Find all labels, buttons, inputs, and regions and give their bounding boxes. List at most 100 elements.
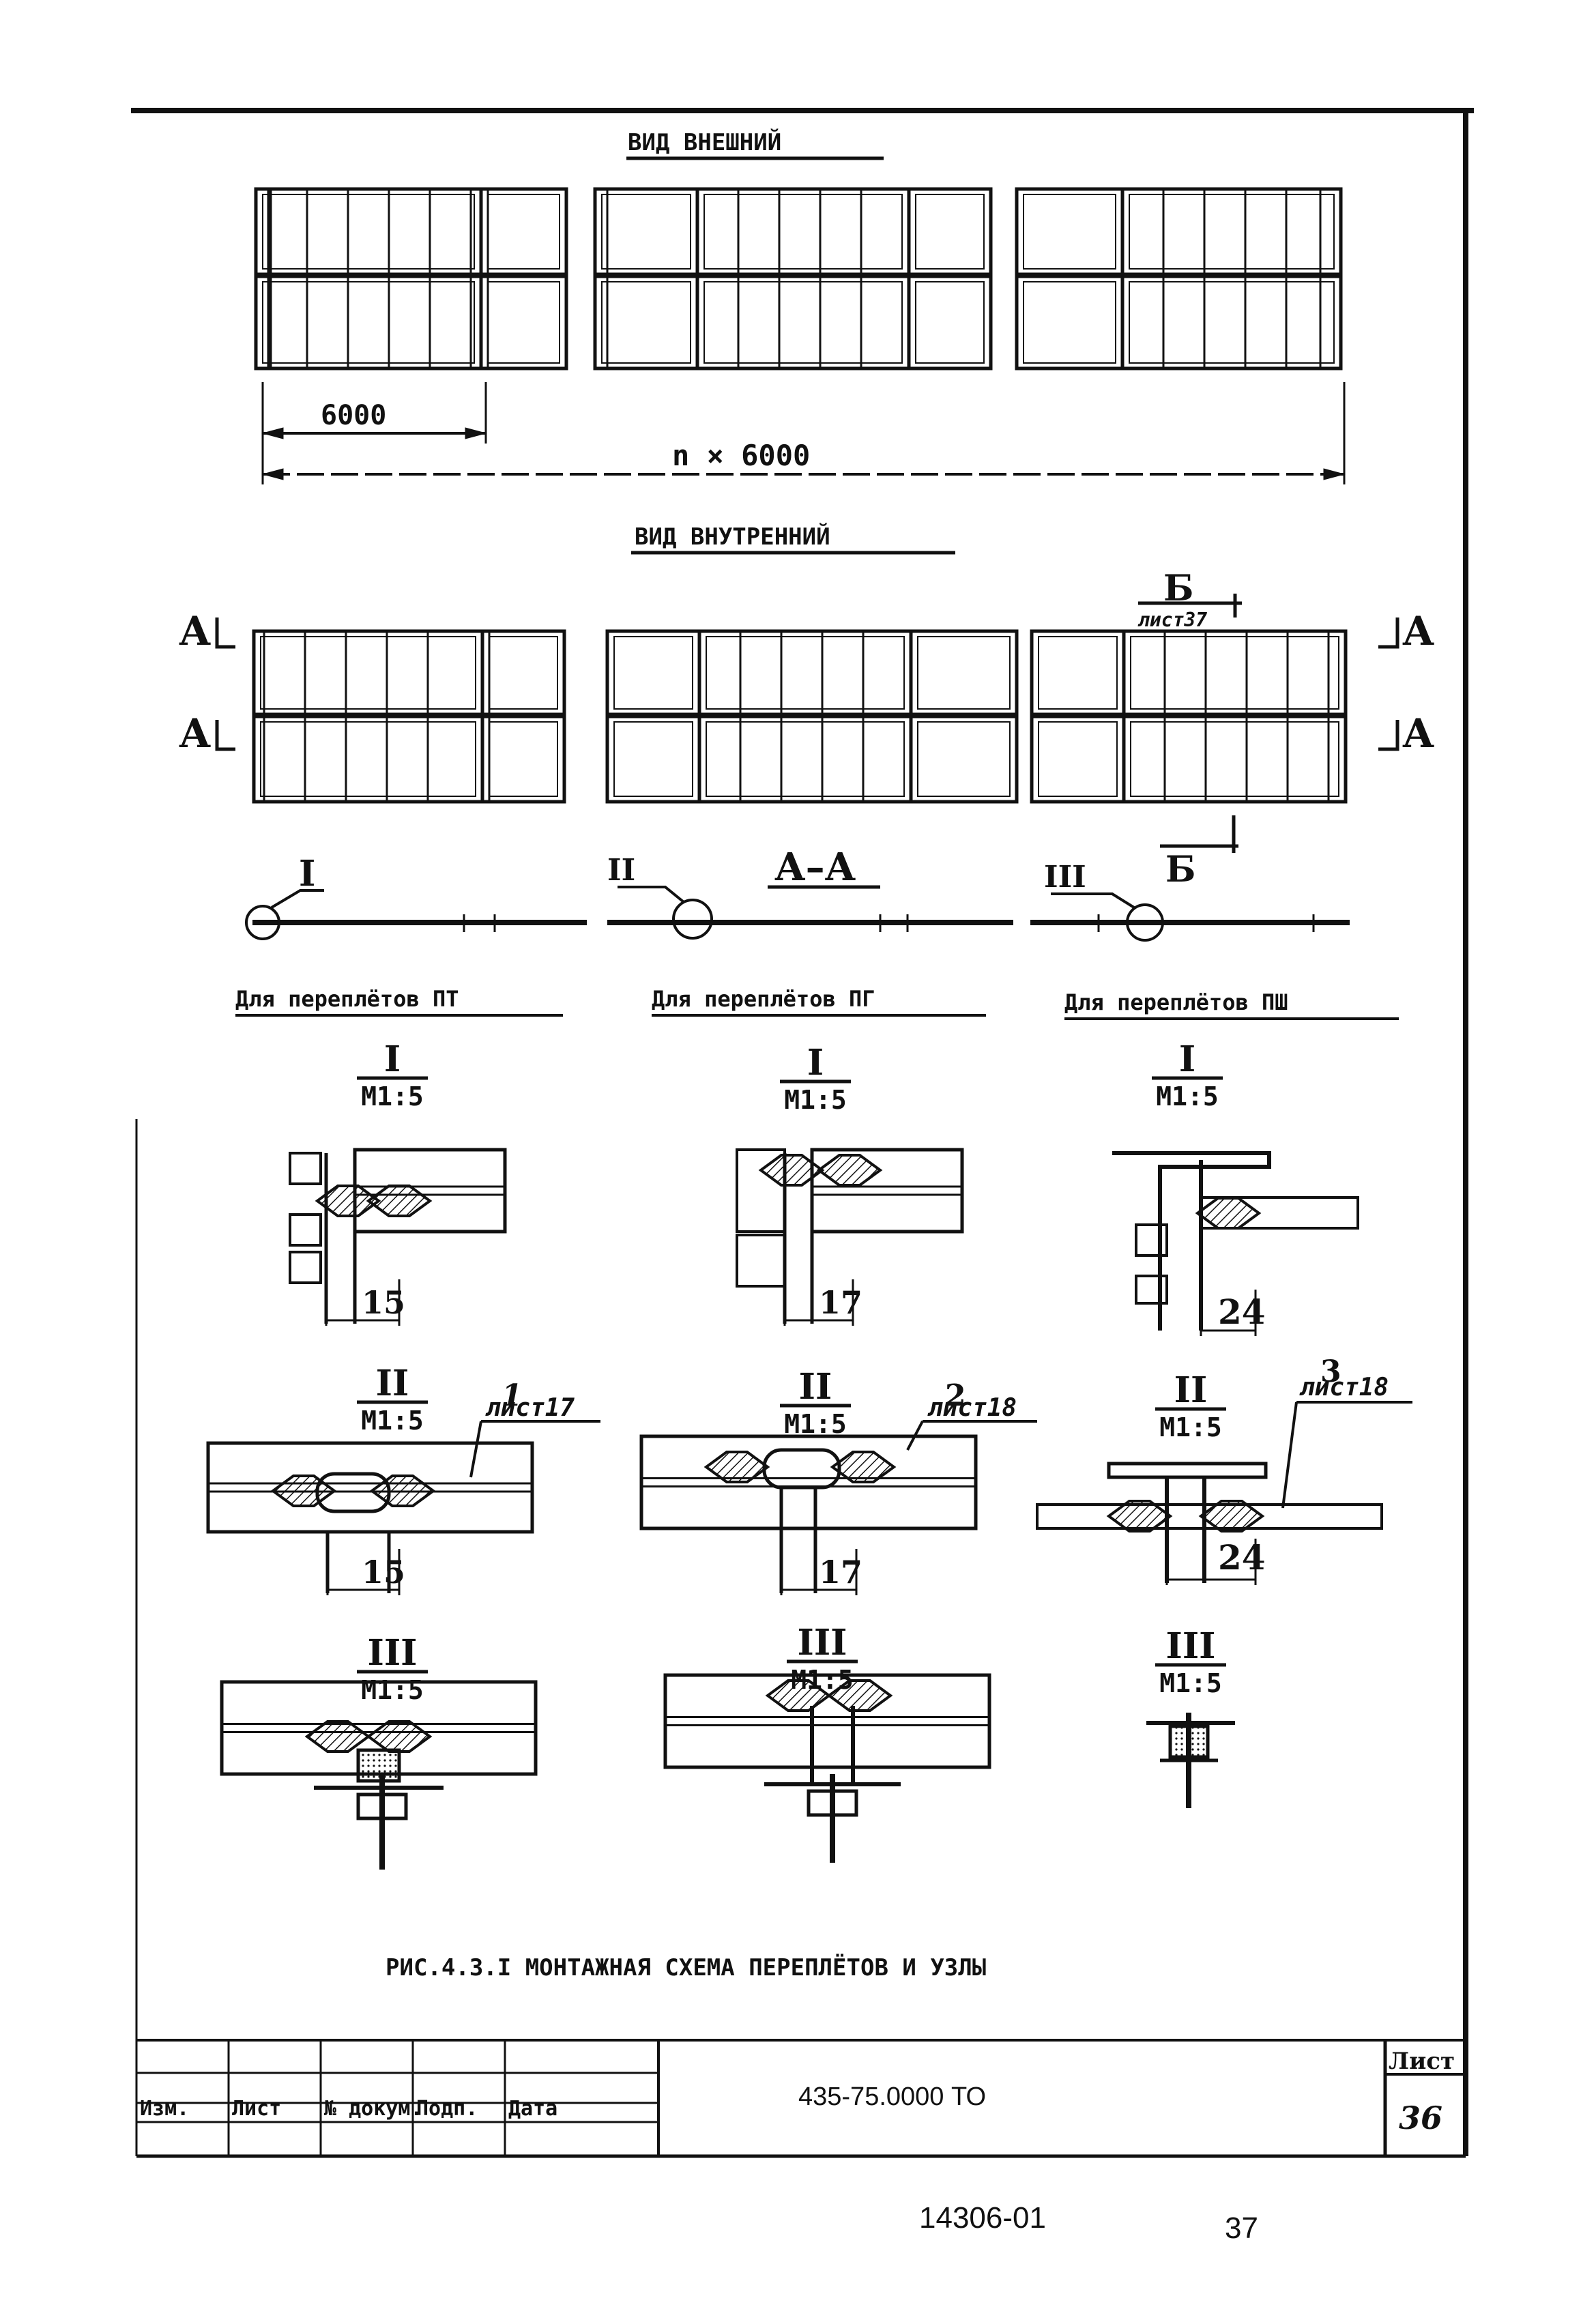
sealing-gasket bbox=[366, 1720, 433, 1753]
bolt-head bbox=[762, 1448, 841, 1490]
node-number: III bbox=[368, 1632, 418, 1674]
node-number: II bbox=[799, 1366, 832, 1408]
frame-block bbox=[736, 1234, 786, 1288]
window-panel-inner bbox=[1038, 721, 1118, 797]
footer-doc-id: 14306-01 bbox=[919, 2201, 1046, 2235]
window-panel bbox=[479, 187, 568, 276]
col1-node2-dim: 15 bbox=[362, 1554, 405, 1591]
node-titles: IМ1:5IIМ1:5IIIМ1:5IМ1:5IIМ1:5IIIМ1:5IМ1:… bbox=[357, 1038, 1226, 1705]
profile-frame bbox=[810, 1148, 964, 1234]
profile-frame bbox=[663, 1673, 991, 1769]
figure-caption: РИС.4.3.I МОНТАЖНАЯ СХЕМА ПЕРЕПЛЁТОВ И У… bbox=[386, 1953, 986, 1981]
sealing-gasket bbox=[369, 1475, 436, 1507]
frame-block bbox=[289, 1152, 322, 1185]
node-number: I bbox=[807, 1042, 824, 1084]
window-panel bbox=[907, 274, 993, 371]
window-panel-inner bbox=[487, 194, 560, 270]
internal-view-title: ВИД ВНУТРЕННИЙ bbox=[635, 523, 830, 551]
window-panel bbox=[593, 187, 699, 276]
title-block-header-cell: Подп. bbox=[416, 2097, 478, 2121]
cut-a-right-top: А bbox=[1402, 608, 1434, 654]
channel-profile bbox=[1107, 1462, 1268, 1479]
window-panel-inner bbox=[613, 636, 693, 710]
profile-frame bbox=[206, 1441, 534, 1534]
col1-heading: Для переплётов ПТ bbox=[235, 986, 459, 1012]
title-block-header-cell: Изм. bbox=[140, 2097, 189, 2121]
title-block bbox=[136, 2039, 1466, 2158]
col1-callout-sheet: лист17 bbox=[485, 1394, 575, 1422]
section-aa-title: А–А bbox=[774, 845, 856, 890]
footer-page-number: 37 bbox=[1225, 2211, 1258, 2245]
window-panel-inner bbox=[1023, 281, 1116, 364]
window-panel-inner bbox=[601, 194, 691, 270]
section-node-1-label: I bbox=[299, 853, 315, 895]
col2-node2-dim: 17 bbox=[819, 1554, 862, 1591]
profile-frame bbox=[639, 1434, 978, 1530]
window-panel-inner bbox=[260, 636, 476, 710]
channel-profile bbox=[1112, 1151, 1271, 1331]
window-panel bbox=[1122, 714, 1348, 804]
window-panel bbox=[593, 274, 699, 371]
sealing-gasket bbox=[830, 1451, 897, 1483]
title-block-header-cell: № докум. bbox=[324, 2097, 423, 2121]
frame-block bbox=[289, 1213, 322, 1247]
window-panel bbox=[252, 629, 484, 716]
window-panel bbox=[1120, 187, 1343, 276]
dimension-lines bbox=[261, 382, 1346, 484]
window-panel bbox=[909, 629, 1019, 716]
title-block-header-cell: Дата bbox=[508, 2097, 557, 2121]
detail-nodes bbox=[206, 1148, 1383, 1870]
window-panel bbox=[605, 714, 701, 804]
window-panel bbox=[254, 274, 483, 371]
window-panel-inner bbox=[262, 194, 475, 270]
sheet-number: 36 bbox=[1399, 2100, 1442, 2136]
node-scale: М1:5 bbox=[361, 1406, 424, 1436]
window-panel bbox=[254, 187, 483, 276]
window-panel bbox=[480, 714, 566, 804]
window-panel-inner bbox=[489, 636, 558, 710]
title-block-header-cell: Лист bbox=[232, 2097, 281, 2121]
sealing-gasket bbox=[816, 1154, 883, 1187]
profile-frame bbox=[353, 1148, 507, 1234]
window-panel-inner bbox=[706, 636, 905, 710]
window-panel bbox=[1015, 187, 1125, 276]
window-panel bbox=[907, 187, 993, 276]
col1-callout-num: 1 bbox=[502, 1378, 523, 1413]
node-number: II bbox=[1174, 1369, 1208, 1411]
cut-b-mark: Б bbox=[1163, 568, 1193, 609]
col2-callout-num: 2 bbox=[945, 1378, 966, 1413]
frame-block bbox=[1135, 1223, 1168, 1257]
window-panel bbox=[909, 714, 1019, 804]
cut-a-left-bottom: А bbox=[179, 710, 211, 757]
window-panel-inner bbox=[915, 194, 985, 270]
col3-node2-dim: 24 bbox=[1218, 1537, 1266, 1578]
window-panel-inner bbox=[1023, 194, 1116, 270]
sealing-gasket bbox=[366, 1185, 433, 1217]
window-panel-inner bbox=[703, 281, 903, 364]
cut-a-left-top: А bbox=[179, 608, 211, 654]
sealing-gasket bbox=[1106, 1500, 1173, 1533]
window-panel bbox=[697, 714, 913, 804]
node-number: II bbox=[376, 1363, 409, 1404]
col3-heading: Для переплётов ПШ bbox=[1064, 989, 1288, 1015]
clamp-body bbox=[356, 1748, 401, 1783]
window-panel bbox=[1030, 629, 1126, 716]
window-panel bbox=[695, 187, 911, 276]
sealing-gasket bbox=[1198, 1500, 1265, 1533]
window-panel-inner bbox=[1129, 281, 1335, 364]
node-scale: М1:5 bbox=[1159, 1668, 1222, 1698]
window-panel bbox=[479, 274, 568, 371]
window-panel-inner bbox=[489, 721, 558, 797]
col2-callout-sheet: лист18 bbox=[927, 1394, 1017, 1422]
window-panel-inner bbox=[1130, 636, 1339, 710]
sealing-gasket bbox=[703, 1451, 770, 1483]
title-block-header-row: Изм. Лист № докум.Подп. Дата bbox=[140, 2097, 557, 2121]
cut-b-mark-bottom: Б bbox=[1165, 849, 1195, 890]
node-number: III bbox=[1166, 1625, 1216, 1667]
node-scale: М1:5 bbox=[1159, 1412, 1222, 1442]
internal-view-panels bbox=[252, 629, 1348, 804]
sealing-gasket bbox=[270, 1475, 337, 1507]
sealing-gasket bbox=[304, 1720, 371, 1753]
node-number: I bbox=[384, 1038, 401, 1080]
